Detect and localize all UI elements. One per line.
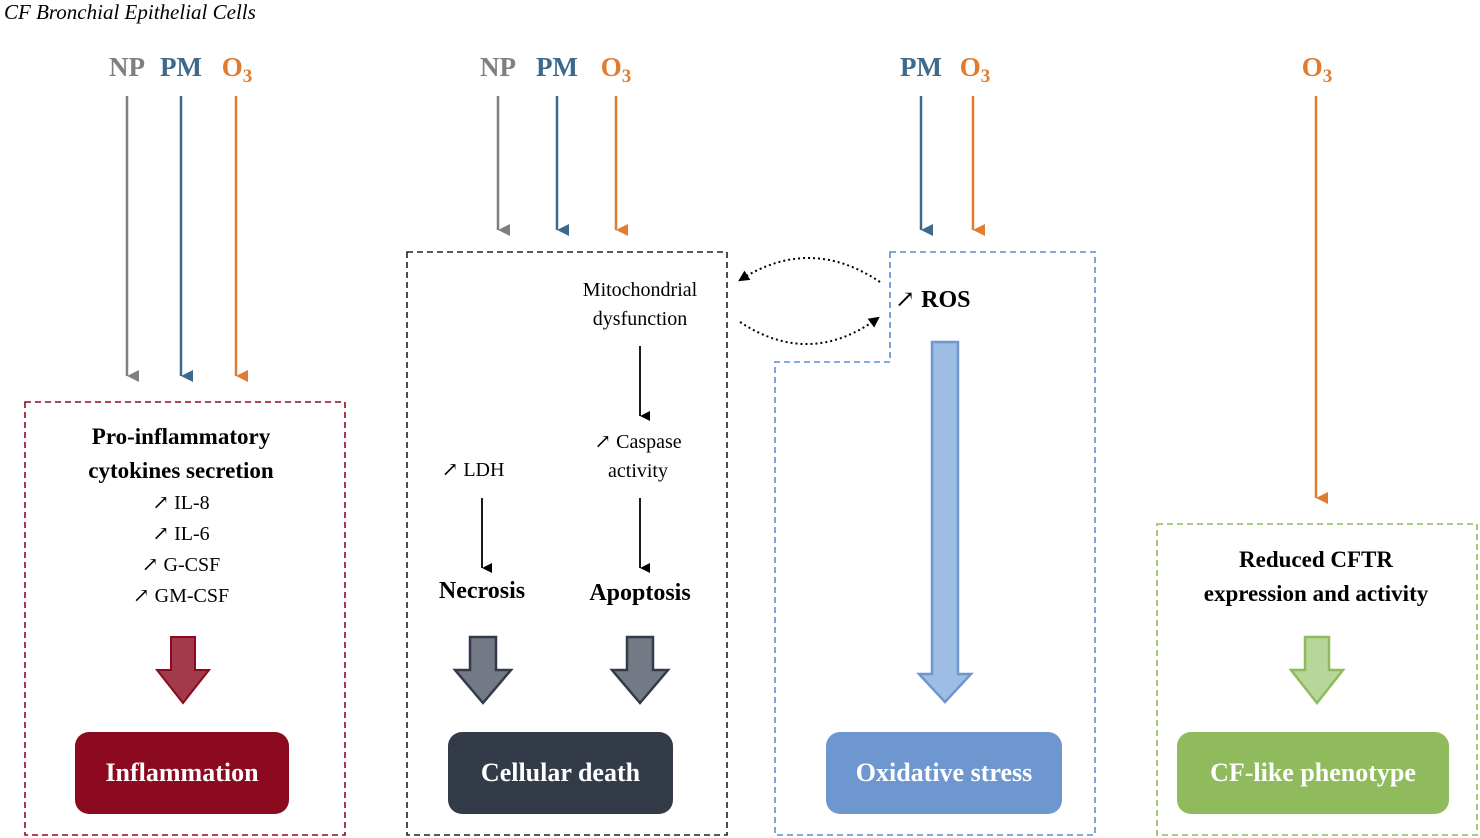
- mito-line2: dysfunction: [592, 308, 688, 330]
- mito-line1: Mitochondrial: [582, 279, 698, 301]
- inflammation-outcome-box: Inflammation: [75, 732, 289, 814]
- ros-block-arrow: [916, 340, 974, 704]
- inflammation-outcome-label: Inflammation: [105, 758, 259, 787]
- cellular-death-outcome-label: Cellular death: [480, 758, 641, 787]
- mitochondrial-dysfunction-label: Mitochondrial dysfunction: [583, 276, 697, 334]
- marker-il8: ↗ IL-8: [152, 492, 210, 514]
- cf-like-phenotype-outcome-box: CF-like phenotype: [1177, 732, 1449, 814]
- cftr-block-arrow: [1288, 635, 1346, 706]
- ros-increase-symbol: ↗: [895, 287, 916, 313]
- marker-gmcsf: ↗ GM-CSF: [132, 585, 230, 607]
- inflammation-heading: Pro-inflammatory cytokines secretion: [88, 420, 273, 488]
- o3-label: O3: [600, 52, 632, 87]
- o3-label: O3: [959, 52, 991, 87]
- oxidative-panel-box: [774, 251, 1096, 836]
- marker-il6: ↗ IL-6: [152, 523, 210, 545]
- marker-gcsf: ↗ G-CSF: [141, 554, 221, 576]
- caspase-activity-label: ↗ Caspase activity: [594, 428, 681, 486]
- inflammation-panel-box: [24, 401, 346, 836]
- pm-label: PM: [160, 52, 202, 82]
- apoptosis-block-arrow: [609, 635, 671, 705]
- ros-text: ROS: [921, 287, 971, 313]
- ldh-label: ↗ LDH: [441, 459, 505, 481]
- caspase-line1: ↗ Caspase: [594, 431, 682, 453]
- necrosis-block-arrow: [452, 635, 514, 705]
- oxidative-stress-outcome-box: Oxidative stress: [826, 732, 1062, 814]
- caspase-line2: activity: [608, 460, 668, 482]
- figure-title: CF Bronchial Epithelial Cells: [4, 0, 256, 24]
- o3-label: O3: [1301, 52, 1333, 87]
- oxidative-stress-outcome-label: Oxidative stress: [855, 758, 1033, 787]
- cftr-heading-line2: expression and activity: [1203, 581, 1429, 606]
- pm-label: PM: [900, 52, 942, 82]
- apoptosis-label: Apoptosis: [589, 580, 691, 606]
- np-label: NP: [480, 52, 516, 82]
- inflammation-block-arrow: [154, 636, 212, 705]
- cf-like-phenotype-outcome-label: CF-like phenotype: [1210, 758, 1416, 787]
- ros-to-mito-feedback-arrow: [738, 257, 881, 283]
- inflammation-heading-line1: Pro-inflammatory: [91, 424, 271, 449]
- cftr-heading-line1: Reduced CFTR: [1239, 547, 1393, 572]
- np-label: NP: [109, 52, 145, 82]
- cftr-heading: Reduced CFTR expression and activity: [1204, 543, 1428, 611]
- cftr-panel-box: [1156, 523, 1478, 836]
- necrosis-label: Necrosis: [438, 578, 526, 604]
- o3-label: O3: [221, 52, 253, 87]
- cytokine-marker-list: ↗ IL-8 ↗ IL-6 ↗ G-CSF ↗ GM-CSF: [133, 488, 229, 612]
- mito-to-ros-feedback-arrow: [739, 316, 880, 346]
- ros-label: ↗ ROS: [895, 285, 970, 314]
- cellular-death-outcome-box: Cellular death: [448, 732, 673, 814]
- cell-death-panel-box: [406, 251, 728, 836]
- pm-label: PM: [536, 52, 578, 82]
- inflammation-heading-line2: cytokines secretion: [88, 458, 274, 483]
